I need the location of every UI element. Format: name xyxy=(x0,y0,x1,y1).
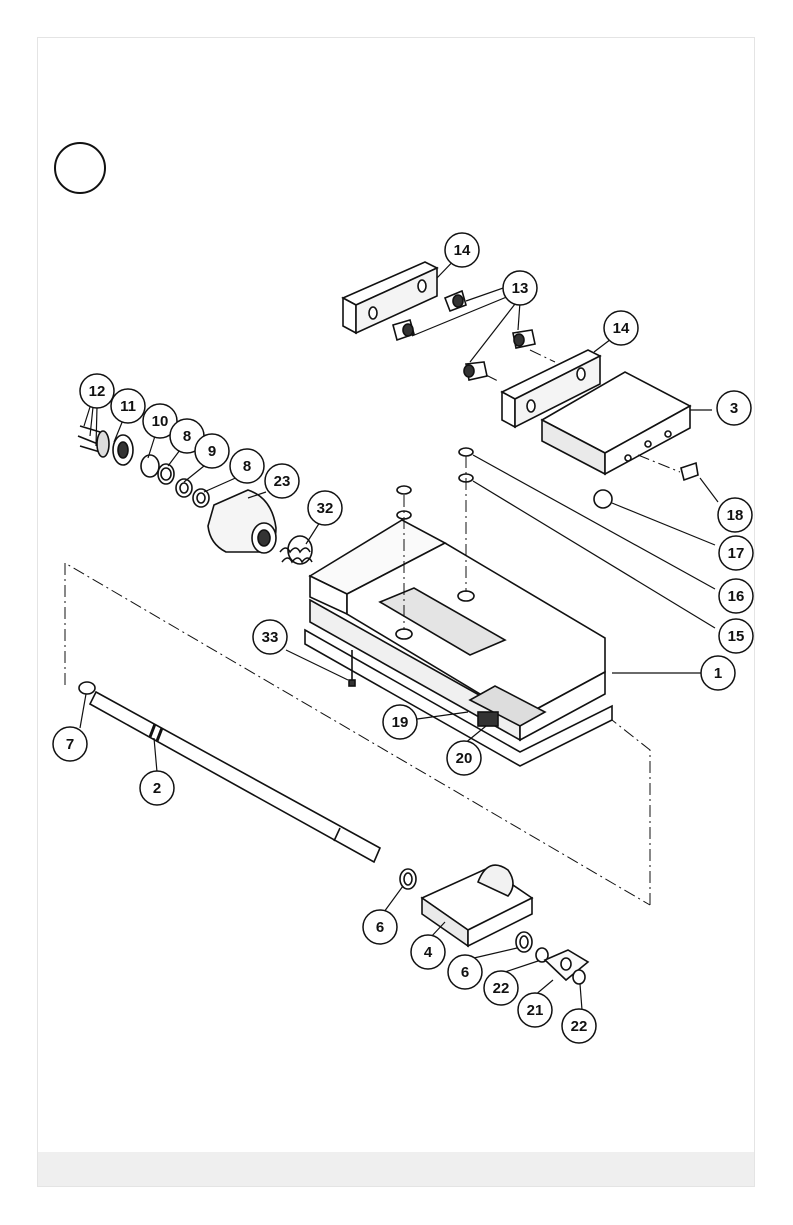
callout-label: 22 xyxy=(571,1018,588,1035)
callout-label: 6 xyxy=(376,919,384,936)
callout-label: 15 xyxy=(728,628,745,645)
callout-22: 22 xyxy=(484,971,518,1005)
vise-body xyxy=(305,520,612,766)
callout-17: 17 xyxy=(719,536,753,570)
callout-label: 3 xyxy=(730,400,738,417)
callout-label: 21 xyxy=(527,1002,544,1019)
small-rings xyxy=(397,448,473,519)
callout-label: 13 xyxy=(512,280,529,297)
callout-11: 11 xyxy=(111,389,145,423)
callout-label: 6 xyxy=(461,964,469,981)
parts-drawing xyxy=(78,262,698,984)
callout-22: 22 xyxy=(562,1009,596,1043)
callout-14: 14 xyxy=(445,233,479,267)
callout-16: 16 xyxy=(719,579,753,613)
callout-label: 1 xyxy=(714,665,722,682)
callout-2: 2 xyxy=(140,771,174,805)
lead-screw xyxy=(79,682,380,862)
callout-label: 14 xyxy=(613,320,630,337)
callout-label: 4 xyxy=(424,944,433,961)
callout-label: 2 xyxy=(153,780,161,797)
callout-23: 23 xyxy=(265,464,299,498)
callout-6: 6 xyxy=(363,910,397,944)
callout-label: 8 xyxy=(183,428,191,445)
callout-4: 4 xyxy=(411,935,445,969)
callout-label: 9 xyxy=(208,443,216,460)
callout-label: 8 xyxy=(243,458,251,475)
callout-32: 32 xyxy=(308,491,342,525)
callout-label: 10 xyxy=(152,413,169,430)
callout-label: 19 xyxy=(392,714,409,731)
callout-label: 17 xyxy=(728,545,745,562)
callout-label: 23 xyxy=(274,473,291,490)
callout-label: 22 xyxy=(493,980,510,997)
callout-label: 7 xyxy=(66,736,74,753)
callout-label: 14 xyxy=(454,242,471,259)
callout-9: 9 xyxy=(195,434,229,468)
callout-label: 12 xyxy=(89,383,106,400)
marker-circle xyxy=(55,143,105,193)
callout-18: 18 xyxy=(718,498,752,532)
callout-8: 8 xyxy=(230,449,264,483)
callout-label: 18 xyxy=(727,507,744,524)
callout-label: 33 xyxy=(262,629,279,646)
callout-label: 16 xyxy=(728,588,745,605)
callout-label: 11 xyxy=(120,398,136,415)
callout-20: 20 xyxy=(447,741,481,775)
callout-19: 19 xyxy=(383,705,417,739)
callout-15: 15 xyxy=(719,619,753,653)
callout-1: 1 xyxy=(701,656,735,690)
callout-label: 32 xyxy=(317,500,334,517)
callout-13: 13 xyxy=(503,271,537,305)
callout-33: 33 xyxy=(253,620,287,654)
callout-21: 21 xyxy=(518,993,552,1027)
callout-7: 7 xyxy=(53,727,87,761)
callout-6: 6 xyxy=(448,955,482,989)
callout-label: 20 xyxy=(456,750,473,767)
jaw-plate-upper xyxy=(343,262,437,333)
callout-3: 3 xyxy=(717,391,751,425)
callout-12: 12 xyxy=(80,374,114,408)
callout-14: 14 xyxy=(604,311,638,345)
